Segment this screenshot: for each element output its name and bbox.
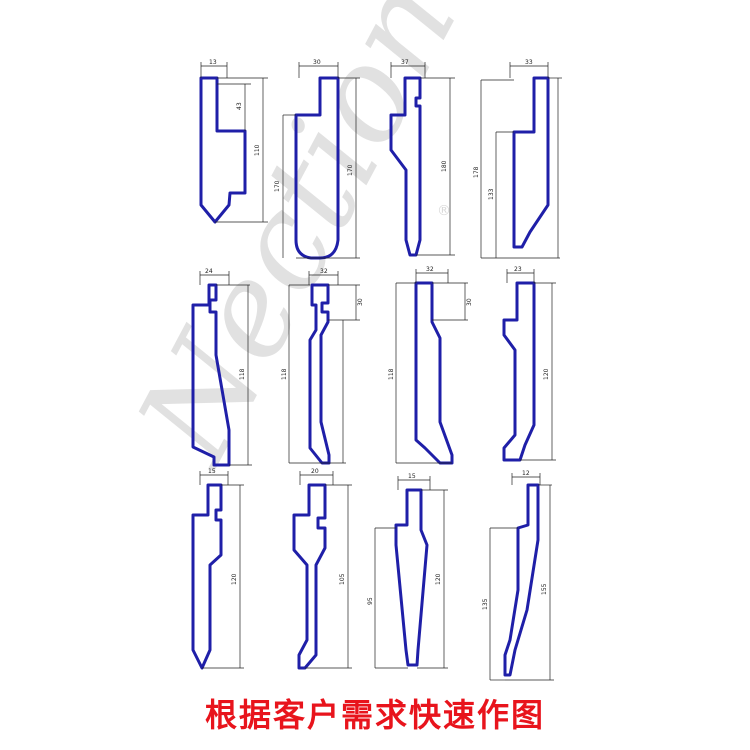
tool-6: 32 30 118 xyxy=(281,268,364,465)
dim-label: 12 xyxy=(522,470,530,477)
tool-12-dimension-lines xyxy=(489,473,554,681)
tool-5-dimension-lines xyxy=(199,271,252,466)
dim-label: 37 xyxy=(401,59,409,66)
tool-8: 23 120 xyxy=(502,266,556,462)
tool-4-dimension-lines xyxy=(480,62,562,259)
caption: 根据客户需求快速作图 xyxy=(204,696,545,734)
dim-label: 118 xyxy=(239,368,246,380)
dim-label: 105 xyxy=(339,573,346,585)
tool-5: 24 118 xyxy=(191,268,252,467)
tool-10-outline xyxy=(292,483,327,670)
tool-2: 30 170 170 xyxy=(274,59,360,260)
dim-label: 120 xyxy=(435,573,442,585)
dim-label: 118 xyxy=(388,368,395,380)
dim-label: 155 xyxy=(541,583,548,595)
dim-label: 24 xyxy=(205,268,213,275)
tool-1-dimension-lines xyxy=(200,62,268,223)
tool-9: 15 120 xyxy=(191,468,244,670)
tool-10: 20 105 xyxy=(292,468,352,670)
tool-1: 13 43 110 xyxy=(199,59,268,224)
dim-label: 120 xyxy=(543,368,550,380)
dim-label: 15 xyxy=(208,468,216,475)
tool-11: 15 120 95 xyxy=(367,473,448,669)
dim-label: 95 xyxy=(367,597,374,605)
dim-label: 170 xyxy=(347,164,354,176)
tool-3-outline xyxy=(389,76,422,257)
tool-6-dimension-lines xyxy=(288,271,360,464)
dim-label: 133 xyxy=(488,188,495,200)
dim-label: 110 xyxy=(254,144,261,156)
dim-label: 30 xyxy=(357,298,364,306)
dim-label: 23 xyxy=(514,266,522,273)
tool-9-dimension-lines xyxy=(199,471,244,669)
dim-label: 32 xyxy=(426,266,434,273)
dim-label: 32 xyxy=(320,268,328,275)
tool-7: 32 30 118 xyxy=(388,266,473,465)
tool-1-outline xyxy=(199,76,247,224)
tool-8-dimension-lines xyxy=(506,269,556,461)
dim-label: 170 xyxy=(274,180,281,192)
dim-label: 43 xyxy=(236,102,243,110)
tool-7-outline xyxy=(414,281,454,465)
dim-label: 30 xyxy=(313,59,321,66)
tool-3: 37 180 xyxy=(389,59,455,257)
dim-label: 15 xyxy=(408,473,416,480)
tool-4: 33 178 133 xyxy=(473,59,562,259)
watermark-registered-mark: ® xyxy=(437,203,451,219)
tool-6-outline xyxy=(308,283,331,465)
dim-label: 120 xyxy=(231,573,238,585)
tool-11-outline xyxy=(394,488,429,667)
dim-label: 118 xyxy=(281,368,288,380)
tool-2-dimension-lines xyxy=(282,62,360,259)
tool-11-dimension-lines xyxy=(374,476,448,669)
tool-7-dimension-lines xyxy=(395,269,468,464)
tool-10-dimension-lines xyxy=(299,471,352,669)
dim-label: 33 xyxy=(525,59,533,66)
dim-label: 135 xyxy=(482,598,489,610)
dim-label: 178 xyxy=(473,166,480,178)
dim-label: 180 xyxy=(441,160,448,172)
dim-label: 30 xyxy=(466,298,473,306)
tool-12-outline xyxy=(503,483,540,677)
tool-12: 12 135 155 xyxy=(482,470,554,681)
tool-5-outline xyxy=(191,283,231,467)
tool-3-dimension-lines xyxy=(390,62,455,256)
tool-9-outline xyxy=(191,483,223,670)
tool-4-outline xyxy=(512,76,550,249)
dim-label: 13 xyxy=(209,59,217,66)
dim-label: 20 xyxy=(311,468,319,475)
tool-8-outline xyxy=(502,281,536,462)
